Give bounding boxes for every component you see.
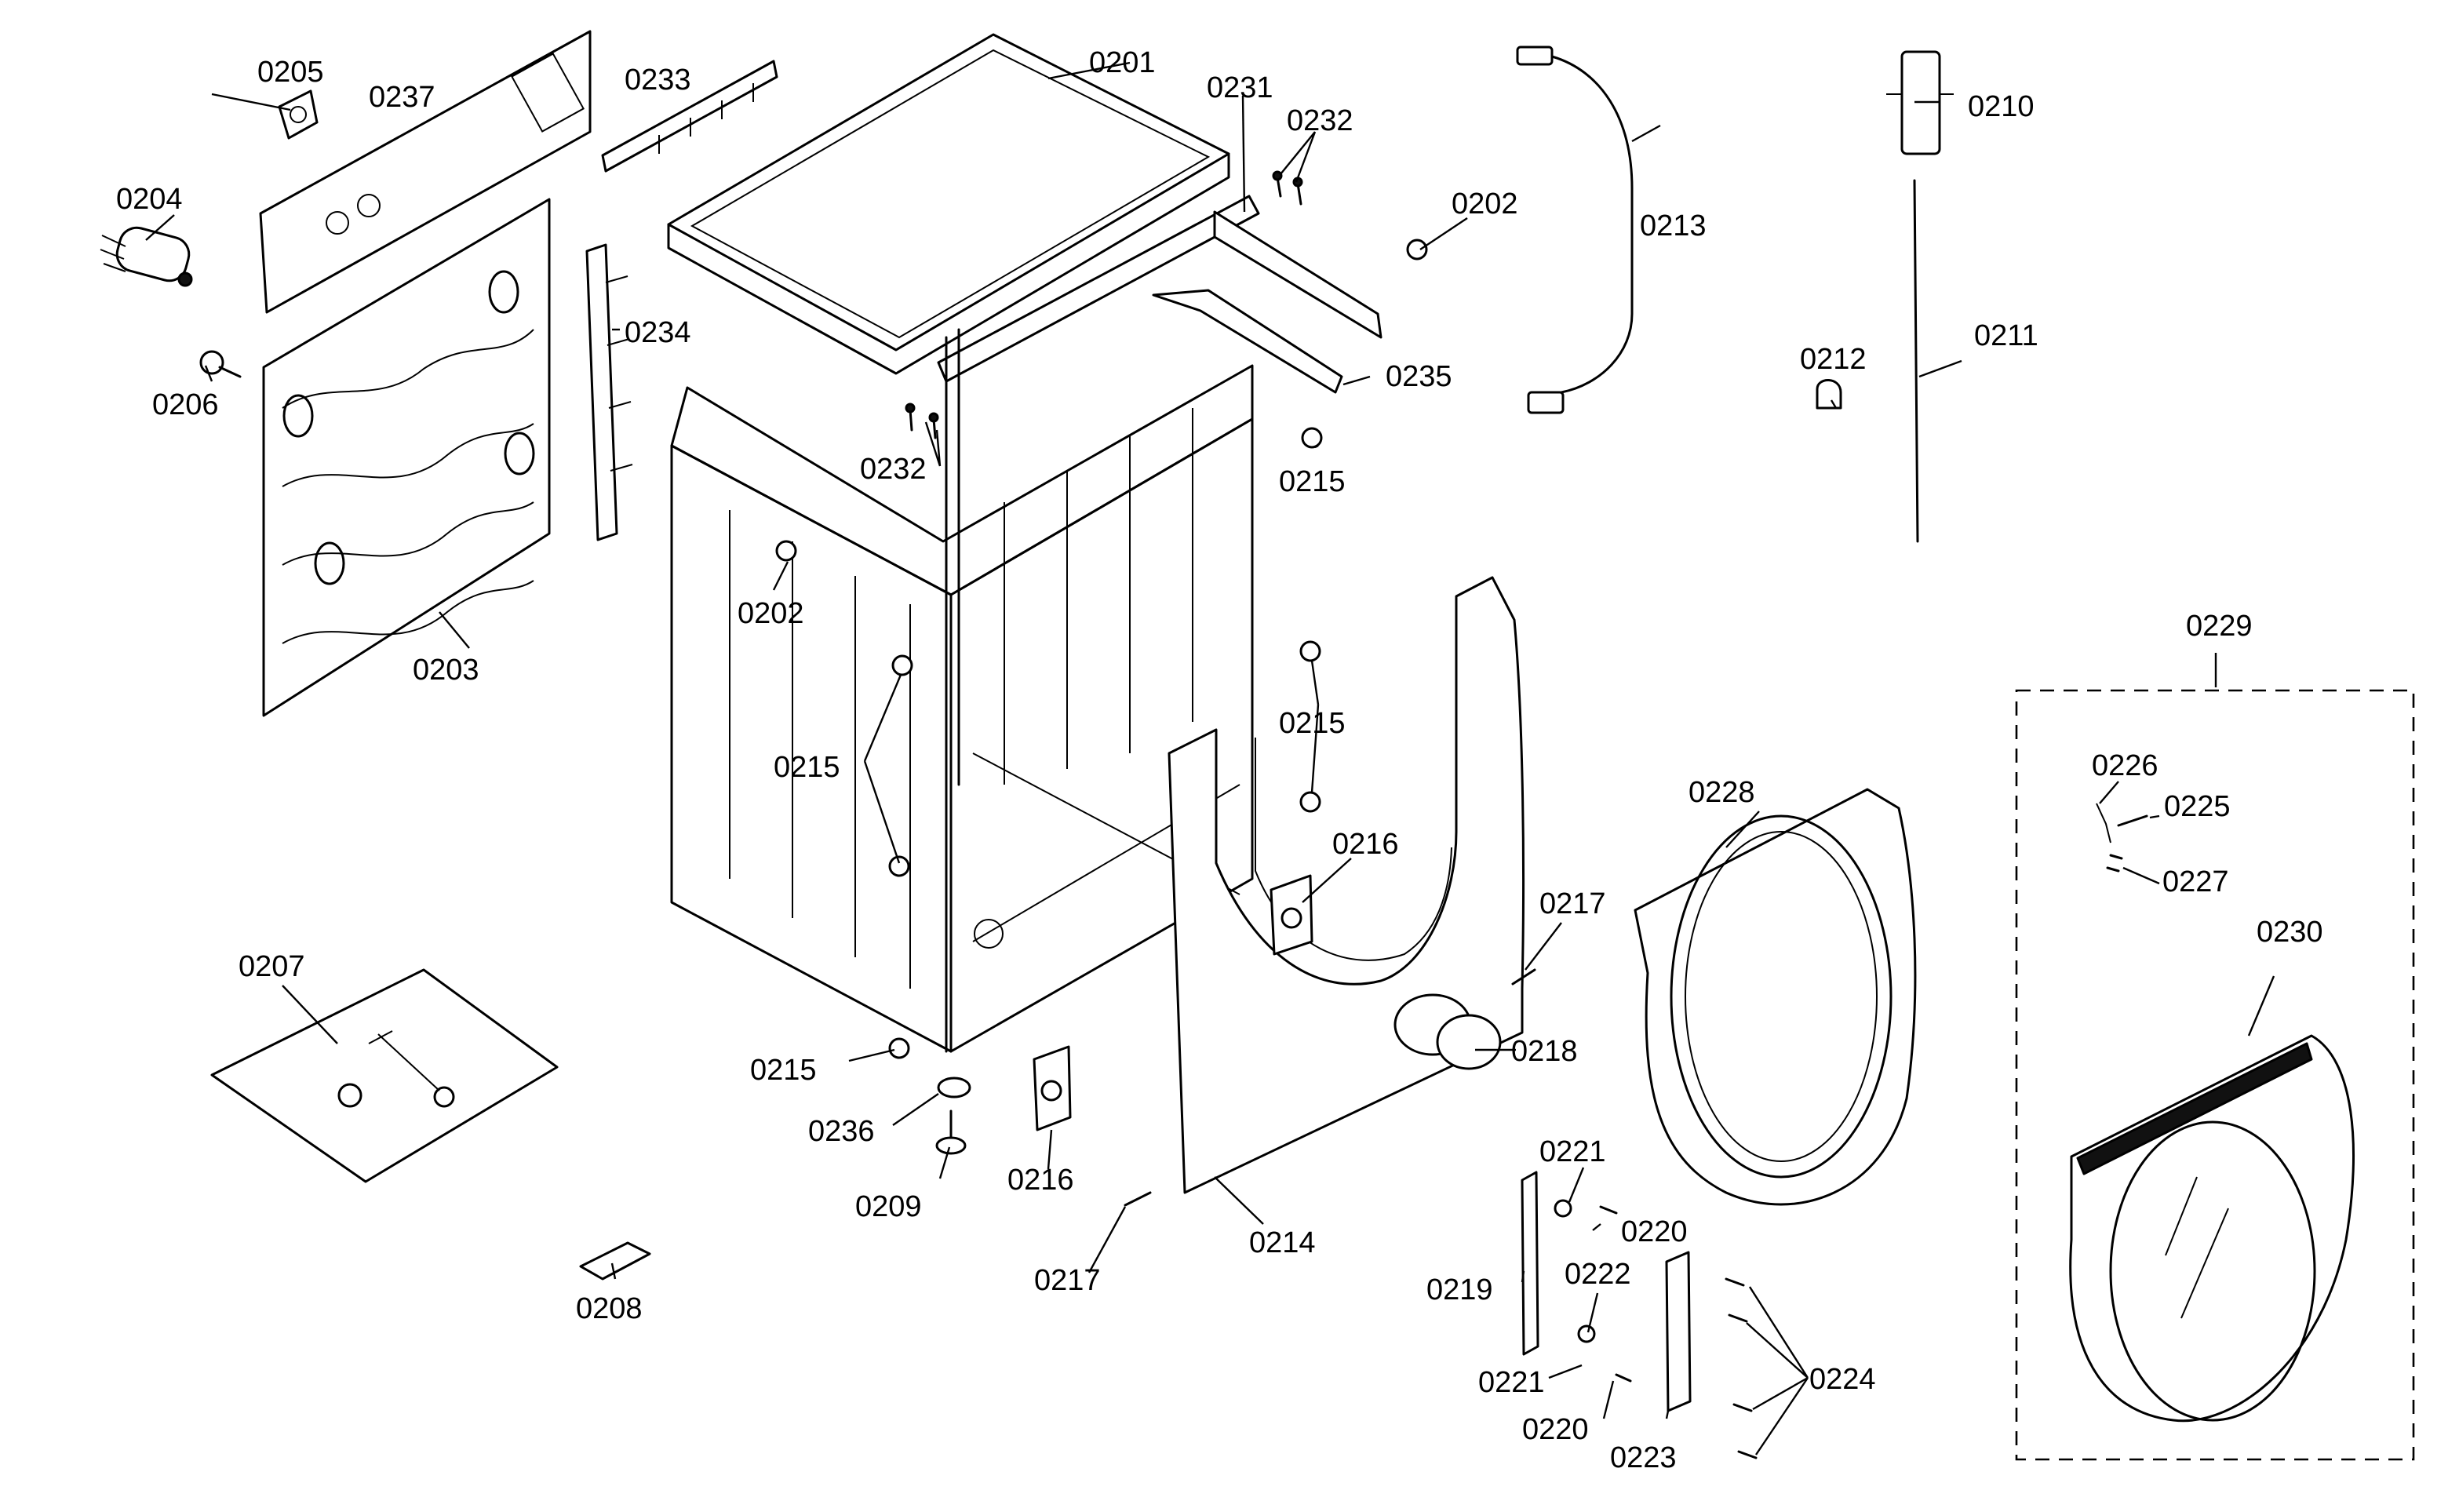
callout-0201: 0201 (1089, 46, 1156, 79)
callout-0215: 0215 (1279, 465, 1346, 498)
callout-0202: 0202 (738, 597, 804, 630)
callout-0205: 0205 (257, 56, 324, 89)
callout-0216: 0216 (1332, 828, 1399, 861)
callout-0221: 0221 (1478, 1366, 1545, 1399)
callout-0217: 0217 (1539, 887, 1606, 920)
callout-0213: 0213 (1640, 209, 1707, 242)
callout-0215: 0215 (1279, 707, 1346, 740)
callout-0225: 0225 (2164, 790, 2231, 823)
rear-screw (199, 350, 242, 378)
door-hinge (1521, 1171, 1632, 1383)
callout-0223: 0223 (1610, 1441, 1677, 1474)
leader-lines (145, 61, 2275, 1456)
callout-0236: 0236 (808, 1115, 875, 1148)
callout-0237: 0237 (369, 81, 435, 114)
callout-0226: 0226 (2092, 749, 2158, 782)
callout-0210: 0210 (1968, 90, 2035, 123)
wire-harness (1516, 46, 1634, 414)
callout-0233: 0233 (625, 64, 691, 97)
door-outer (2069, 1034, 2355, 1423)
callout-0219: 0219 (1426, 1273, 1493, 1306)
callout-0234: 0234 (625, 316, 691, 349)
door-lock-bracket (1270, 874, 1313, 956)
upper-rear-panel (259, 30, 592, 314)
front-panel (1168, 576, 1525, 1194)
callout-0211: 0211 (1974, 319, 2038, 352)
hinge-part (278, 89, 319, 140)
callout-0230: 0230 (2257, 916, 2323, 949)
bowden-cable (1913, 179, 1919, 543)
door-frame-inner (1634, 788, 1917, 1206)
callout-0215: 0215 (750, 1054, 817, 1087)
screw-set-middle (905, 403, 939, 439)
cable-clip (1816, 379, 1842, 410)
callout-0222: 0222 (1565, 1258, 1631, 1291)
callout-0214: 0214 (1249, 1226, 1316, 1259)
callout-0220: 0220 (1522, 1413, 1589, 1446)
callout-0202: 0202 (1452, 188, 1518, 220)
accessory-bag (210, 968, 559, 1183)
callout-0203: 0203 (413, 654, 479, 687)
callout-0209: 0209 (855, 1190, 922, 1223)
foot-washer (937, 1077, 971, 1098)
callout-0224: 0224 (1809, 1363, 1876, 1396)
top-front-rail (937, 195, 1383, 383)
leveling-foot (935, 1109, 967, 1155)
callout-0227: 0227 (2162, 865, 2229, 898)
callout-0232: 0232 (1287, 104, 1353, 137)
callout-labels: 0201 0202 0202 0203 0204 0205 0206 0207 … (116, 46, 2323, 1474)
callout-0217: 0217 (1034, 1264, 1101, 1297)
rear-side-bracket (585, 243, 633, 541)
callout-0228: 0228 (1689, 776, 1755, 809)
callout-0207: 0207 (239, 950, 305, 983)
top-rear-bracket (601, 60, 778, 173)
callout-0204: 0204 (116, 183, 183, 216)
callout-0212: 0212 (1800, 343, 1867, 376)
callout-0221: 0221 (1539, 1135, 1606, 1168)
hose-clip (579, 1241, 651, 1281)
callout-0218: 0218 (1511, 1035, 1578, 1068)
front-screws (1124, 968, 1536, 1207)
lower-bracket (1033, 1045, 1072, 1131)
callout-0206: 0206 (152, 388, 219, 421)
callout-0232: 0232 (860, 453, 927, 486)
callout-0229: 0229 (2186, 610, 2253, 643)
pump-motor (100, 226, 193, 287)
cabinet-top (667, 33, 1230, 375)
callout-0215: 0215 (774, 751, 840, 784)
cabinet-body (670, 328, 1254, 1053)
hinge-screws (1725, 1277, 1758, 1459)
callout-0235: 0235 (1386, 360, 1452, 393)
callout-0216: 0216 (1007, 1164, 1074, 1197)
callout-0208: 0208 (576, 1292, 643, 1325)
rear-panel (262, 198, 551, 717)
door-assembly-box (2015, 689, 2415, 1461)
hinge-cover (1665, 1251, 1692, 1412)
callout-0220: 0220 (1621, 1215, 1688, 1248)
grommets (775, 239, 1428, 1059)
callout-0231: 0231 (1207, 71, 1273, 104)
control-bracket (1152, 289, 1343, 394)
